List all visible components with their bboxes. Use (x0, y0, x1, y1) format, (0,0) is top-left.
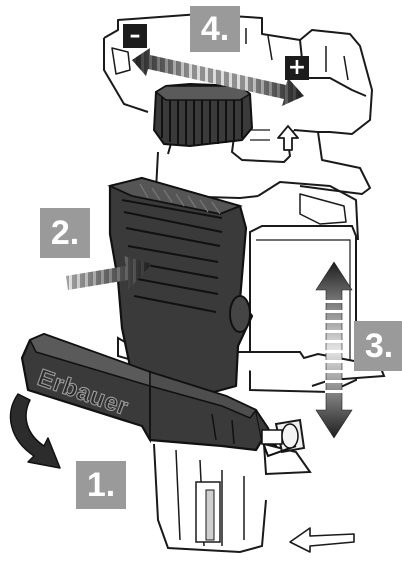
step-2-badge: 2. (40, 208, 90, 258)
motor-housing (103, 13, 373, 241)
depth-adjustment-knob (152, 82, 254, 148)
up-down-arrow-icon (315, 261, 353, 439)
plus-badge: + (285, 56, 309, 80)
adjust-left-right-arrow-icon (132, 48, 304, 106)
left-arrow-outline-icon (289, 527, 355, 553)
step-1-badge: 1. (76, 461, 126, 509)
up-arrow-outline-icon (277, 125, 299, 151)
step-3-badge: 3. (354, 321, 402, 371)
minus-badge: – (123, 24, 147, 48)
rotate-down-arrow-icon (9, 393, 61, 469)
push-arrow-icon (66, 256, 152, 290)
step-4-badge: 4. (190, 6, 240, 52)
depth-stop-bar: Erbauer (20, 332, 299, 458)
